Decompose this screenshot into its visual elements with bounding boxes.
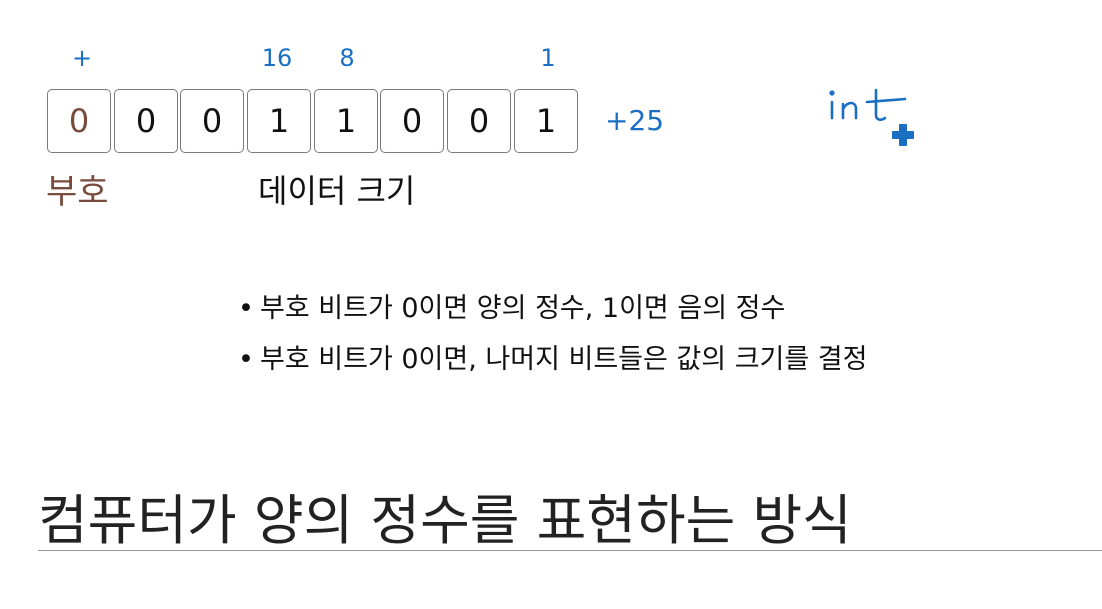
bit-box: 0 (180, 89, 244, 153)
bit-box: 1 (247, 89, 311, 153)
bit-weight-16: 16 (261, 44, 293, 72)
bit-box: 0 (447, 89, 511, 153)
heading-divider (38, 550, 1102, 551)
list-item: •부호 비트가 0이면, 나머지 비트들은 값의 크기를 결정 (238, 334, 867, 385)
plus-icon (892, 124, 914, 146)
bit-weight-1: 1 (540, 44, 556, 72)
bit-box: 0 (380, 89, 444, 153)
sign-bit-box: 0 (47, 89, 111, 153)
handwritten-int-annotation (829, 88, 914, 146)
bullet-text: 부호 비트가 0이면 양의 정수, 1이면 음의 정수 (260, 293, 786, 324)
data-size-label: 데이터 크기 (258, 172, 416, 210)
decimal-value: +25 (605, 104, 665, 137)
sign-label: 부호 (46, 172, 109, 212)
bullet-dot-icon: • (238, 344, 254, 375)
bit-weight-sign: + (71, 44, 93, 72)
bit-box: 0 (114, 89, 178, 153)
section-heading: 컴퓨터가 양의 정수를 표현하는 방식 (38, 489, 852, 552)
bullet-text: 부호 비트가 0이면, 나머지 비트들은 값의 크기를 결정 (260, 344, 868, 375)
bit-box: 1 (314, 89, 378, 153)
bit-box: 1 (514, 89, 578, 153)
list-item: •부호 비트가 0이면 양의 정수, 1이면 음의 정수 (238, 283, 867, 334)
bit-weight-8: 8 (339, 44, 355, 72)
bullet-list: •부호 비트가 0이면 양의 정수, 1이면 음의 정수 •부호 비트가 0이면… (238, 283, 867, 385)
bullet-dot-icon: • (238, 293, 254, 324)
